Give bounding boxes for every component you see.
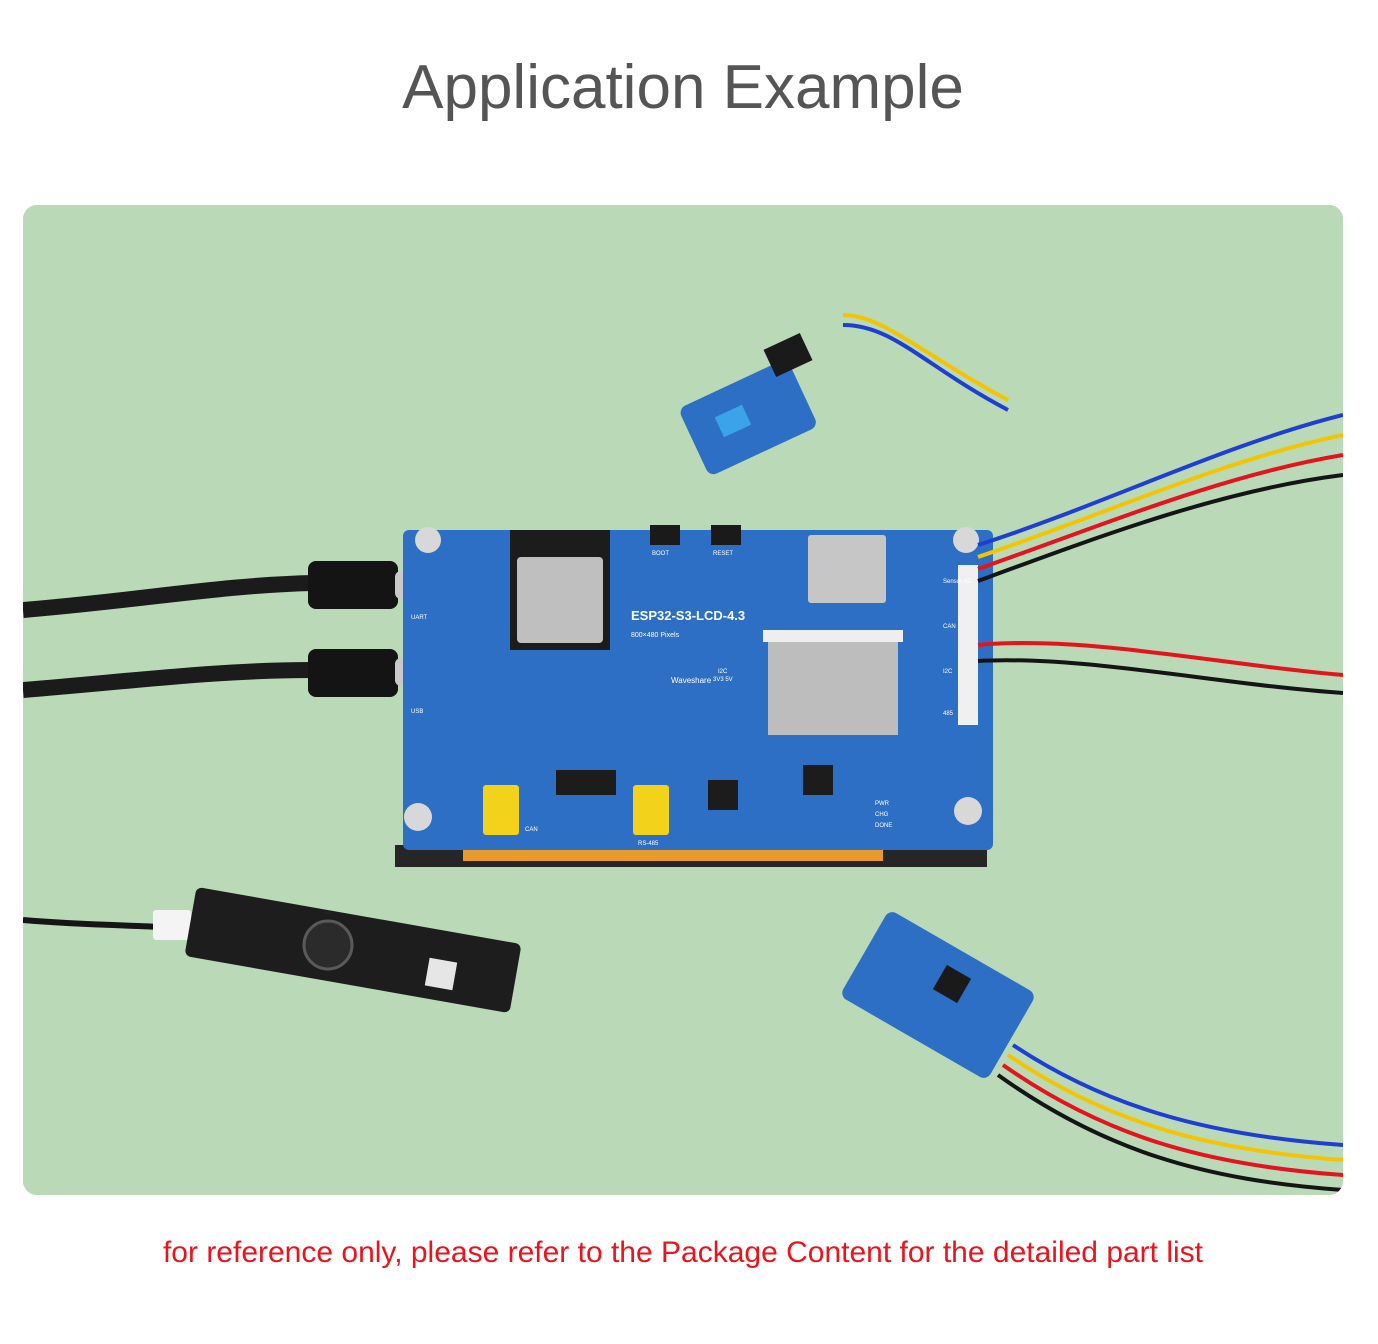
board-resolution-label: 800×480 Pixels [631,632,680,639]
product-photo: ESP32-S3-LCD-4.3 800×480 Pixels Waveshar… [23,205,1343,1195]
imu-sensor-module [842,912,1343,1192]
can-connector-label: CAN [943,624,956,630]
i2c-connector-label: I2C [943,669,953,675]
board-model-label: ESP32-S3-LCD-4.3 [631,608,745,623]
sensor-ad-label: Sensor AD [943,579,972,585]
sensor-wires [842,313,1343,695]
reset-label: RESET [713,551,733,557]
done-led-label: DONE [875,823,892,829]
esp32-board: ESP32-S3-LCD-4.3 800×480 Pixels Waveshar… [395,525,993,867]
brand-label: Waveshare [671,676,712,685]
can-port-label: CAN [525,827,538,833]
usb-label: USB [411,709,423,715]
camera-module [23,887,521,1013]
pwr-led-label: PWR [875,801,890,807]
page-title: Application Example [402,53,964,122]
chg-led-label: CHG [875,812,889,818]
uart-label: UART [411,615,428,621]
voltage-label: 3V3 5V [713,677,733,683]
light-sensor-module [680,332,816,475]
boot-label: BOOT [652,551,669,557]
reference-caption: for reference only, please refer to the … [162,1236,1204,1269]
i2c-label: I2C [718,669,728,675]
485-connector-label: 485 [943,711,954,717]
rs485-port-label: RS-485 [638,841,659,847]
